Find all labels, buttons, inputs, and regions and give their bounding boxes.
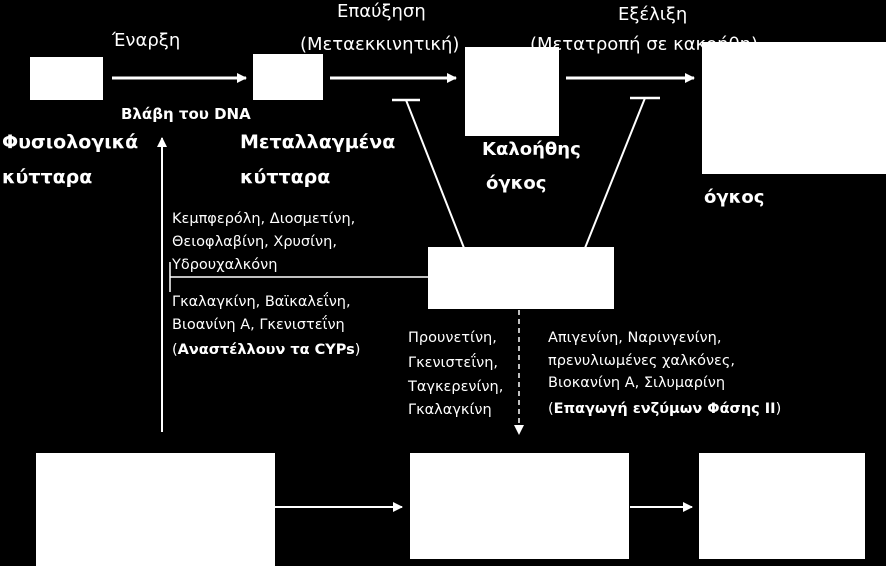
inhibit-promotion-line — [405, 99, 465, 249]
paren-close: ) — [354, 342, 361, 358]
bottom-box-right — [699, 453, 865, 559]
mutated-cells-label-2: κύτταρα — [240, 166, 331, 188]
progression-label: Εξέλιξη — [618, 4, 688, 25]
benign-tumor-box — [465, 47, 559, 136]
flavonoids-left-2: Θειοφλαβίνη, Χρυσίνη, — [172, 234, 337, 250]
flavonoids-right-3: Βιοκανίνη Α, Σιλυμαρίνη — [548, 375, 726, 391]
flavonoids-mid-4: Γκαλαγκίνη — [408, 402, 492, 418]
normal-cells-label-2: κύτταρα — [2, 166, 93, 188]
mutated-cells-label-1: Μεταλλαγμένα — [240, 131, 396, 153]
flavonoids-left-6: (Αναστέλλουν τα CYPs) — [172, 339, 360, 362]
paren-open: ( — [548, 401, 554, 417]
paren-open: ( — [172, 342, 178, 358]
bottom-box-left — [36, 453, 275, 566]
flavonoids-right-1: Απιγενίνη, Ναρινγενίνη, — [548, 330, 722, 346]
malignant-tumor-label-2: όγκος — [704, 187, 765, 208]
flavonoids-mid-3: Ταγκερενίνη, — [408, 379, 504, 395]
promotion-sub-label: (Μεταεκκινητική) — [300, 34, 460, 55]
flavonoids-right-4: (Επαγωγή ενζύμων Φάσης ΙΙ) — [548, 398, 781, 421]
flavonoids-center-box — [428, 247, 614, 309]
initiation-label: Έναρξη — [112, 30, 181, 51]
promotion-label: Επαύξηση — [337, 1, 426, 22]
flavonoids-left-4: Γκαλαγκίνη, Βαϊκαλεΐνη, — [172, 294, 351, 310]
benign-tumor-label-2: όγκος — [486, 173, 547, 194]
mutated-cells-box — [253, 54, 323, 100]
phase2-enzymes-label: Επαγωγή ενζύμων Φάσης ΙΙ — [553, 401, 776, 417]
inhibit-cyps-label: Αναστέλλουν τα CYPs — [177, 342, 355, 358]
flavonoids-left-1: Κεμπφερόλη, Διοσμετίνη, — [172, 211, 356, 227]
paren-close: ) — [775, 401, 782, 417]
benign-tumor-label-1: Καλοήθης — [482, 139, 581, 160]
bottom-box-middle — [410, 453, 629, 559]
flavonoids-left-3: Υδρουχαλκόνη — [172, 257, 278, 273]
malignant-tumor-box-overlay — [702, 42, 886, 174]
flavonoids-right-2: πρενυλιωμένες χαλκόνες, — [548, 353, 735, 369]
dna-damage-label: Βλάβη του DNA — [121, 105, 251, 123]
inhibit-progression-line — [584, 97, 646, 249]
flavonoids-left-5: Βιοανίνη Α, Γκενιστεΐνη — [172, 317, 345, 333]
progression-sub-label: (Μετατροπή σε κακοήθη) — [530, 34, 759, 55]
flavonoids-mid-2: Γκενιστεΐνη, — [408, 355, 499, 371]
normal-cells-label-1: Φυσιολογικά — [2, 131, 139, 153]
flavonoids-mid-1: Προυνετίνη, — [408, 330, 497, 346]
normal-cells-box — [30, 57, 103, 100]
